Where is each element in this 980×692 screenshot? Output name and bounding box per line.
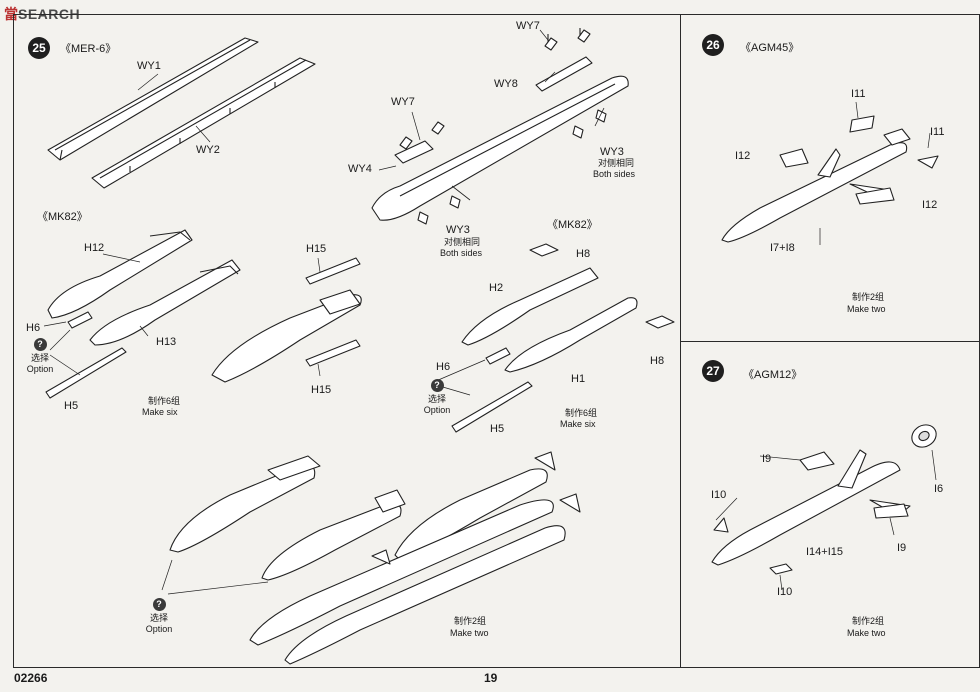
- option-bottom: ? 选择 Option: [142, 598, 176, 635]
- agm45-missile: [721, 115, 939, 243]
- both-sides-cn-bottom: 对侧相同: [444, 237, 481, 247]
- mer6-rail-wy2: [91, 57, 316, 189]
- label-i9-right: I9: [897, 542, 907, 554]
- label-wy8: WY8: [494, 78, 518, 90]
- option-cn: 选择: [427, 394, 446, 404]
- page-number: 19: [484, 671, 498, 685]
- label-h8-top: H8: [576, 248, 591, 260]
- mer6-rail-wy1: [47, 37, 259, 161]
- make-two-en-bottom: Make two: [450, 628, 489, 638]
- label-wy7-left: WY7: [391, 96, 415, 108]
- label-wy1: WY1: [137, 60, 161, 72]
- option-en: Option: [145, 624, 173, 634]
- make-six-en-left: Make six: [142, 407, 178, 417]
- make-two-en-27: Make two: [847, 628, 886, 638]
- label-h8-bottom: H8: [650, 355, 665, 367]
- label-i9-top: I9: [762, 453, 772, 465]
- agm45-title: 《AGM45》: [740, 42, 800, 54]
- bottom-bomb-mid: [261, 489, 406, 581]
- make-six-en-right: Make six: [560, 419, 596, 429]
- label-wy4: WY4: [348, 163, 372, 175]
- option-left: ? 选择 Option: [24, 338, 56, 375]
- label-h5-left: H5: [64, 400, 79, 412]
- mk82-left-halves: [45, 229, 241, 399]
- mk82-left-title: 《MK82》: [37, 211, 88, 223]
- option-en: Option: [26, 364, 54, 374]
- label-i12-left: I12: [735, 150, 751, 162]
- label-i11-right: I11: [930, 126, 945, 138]
- question-icon: ?: [430, 379, 444, 392]
- label-h2: H2: [489, 282, 504, 294]
- label-wy3-bottom: WY3: [446, 224, 470, 236]
- label-i11-top: I11: [851, 88, 866, 100]
- product-code: 02266: [14, 671, 48, 685]
- label-h13: H13: [156, 336, 177, 348]
- step-number-25: 25: [28, 37, 50, 59]
- label-h15-bottom: H15: [311, 384, 332, 396]
- agm12-missile: [711, 424, 937, 575]
- label-h6-right: H6: [436, 361, 451, 373]
- both-sides-en-right: Both sides: [593, 169, 636, 179]
- make-two-cn-26: 制作2组: [852, 292, 885, 302]
- both-sides-en-bottom: Both sides: [440, 248, 483, 258]
- label-wy2: WY2: [196, 144, 220, 156]
- label-h1: H1: [571, 373, 586, 385]
- mer6-title: 《MER-6》: [60, 43, 117, 55]
- make-six-cn-right: 制作6组: [565, 408, 598, 418]
- make-two-cn-bottom: 制作2组: [454, 616, 487, 626]
- label-h5-right: H5: [490, 423, 505, 435]
- label-h15-top: H15: [306, 243, 327, 255]
- label-i12-right: I12: [922, 199, 938, 211]
- label-h12: H12: [84, 242, 105, 254]
- label-wy7-top: WY7: [516, 20, 540, 32]
- make-two-en-26: Make two: [847, 304, 886, 314]
- mk82-left-assembled: [211, 257, 362, 383]
- mer6-assembly: [371, 28, 629, 225]
- bottom-bomb-left: [169, 455, 321, 553]
- step-number-27: 27: [702, 360, 724, 382]
- question-icon: ?: [152, 598, 166, 611]
- make-six-cn-left: 制作6组: [148, 396, 181, 406]
- label-i10-bottom: I10: [777, 586, 793, 598]
- label-wy3-right: WY3: [600, 146, 624, 158]
- option-cn: 选择: [30, 353, 49, 363]
- label-i6: I6: [934, 483, 944, 495]
- label-i10-top: I10: [711, 489, 727, 501]
- step-number-26: 26: [702, 34, 724, 56]
- question-icon: ?: [33, 338, 47, 351]
- leader-lines: [43, 29, 937, 595]
- label-h6-left: H6: [26, 322, 41, 334]
- label-i7-i8: I7+I8: [770, 242, 795, 254]
- agm12-title: 《AGM12》: [743, 369, 803, 381]
- option-en: Option: [423, 405, 451, 415]
- mk82-right-title: 《MK82》: [547, 219, 598, 231]
- make-two-cn-27: 制作2组: [852, 616, 885, 626]
- label-i14-i15: I14+I15: [806, 546, 844, 558]
- option-right: ? 选择 Option: [420, 379, 454, 416]
- bottom-bomb-assembly: [249, 451, 581, 665]
- mk82-right-halves: [451, 243, 675, 433]
- both-sides-cn-right: 对侧相同: [598, 158, 635, 168]
- option-cn: 选择: [149, 613, 168, 623]
